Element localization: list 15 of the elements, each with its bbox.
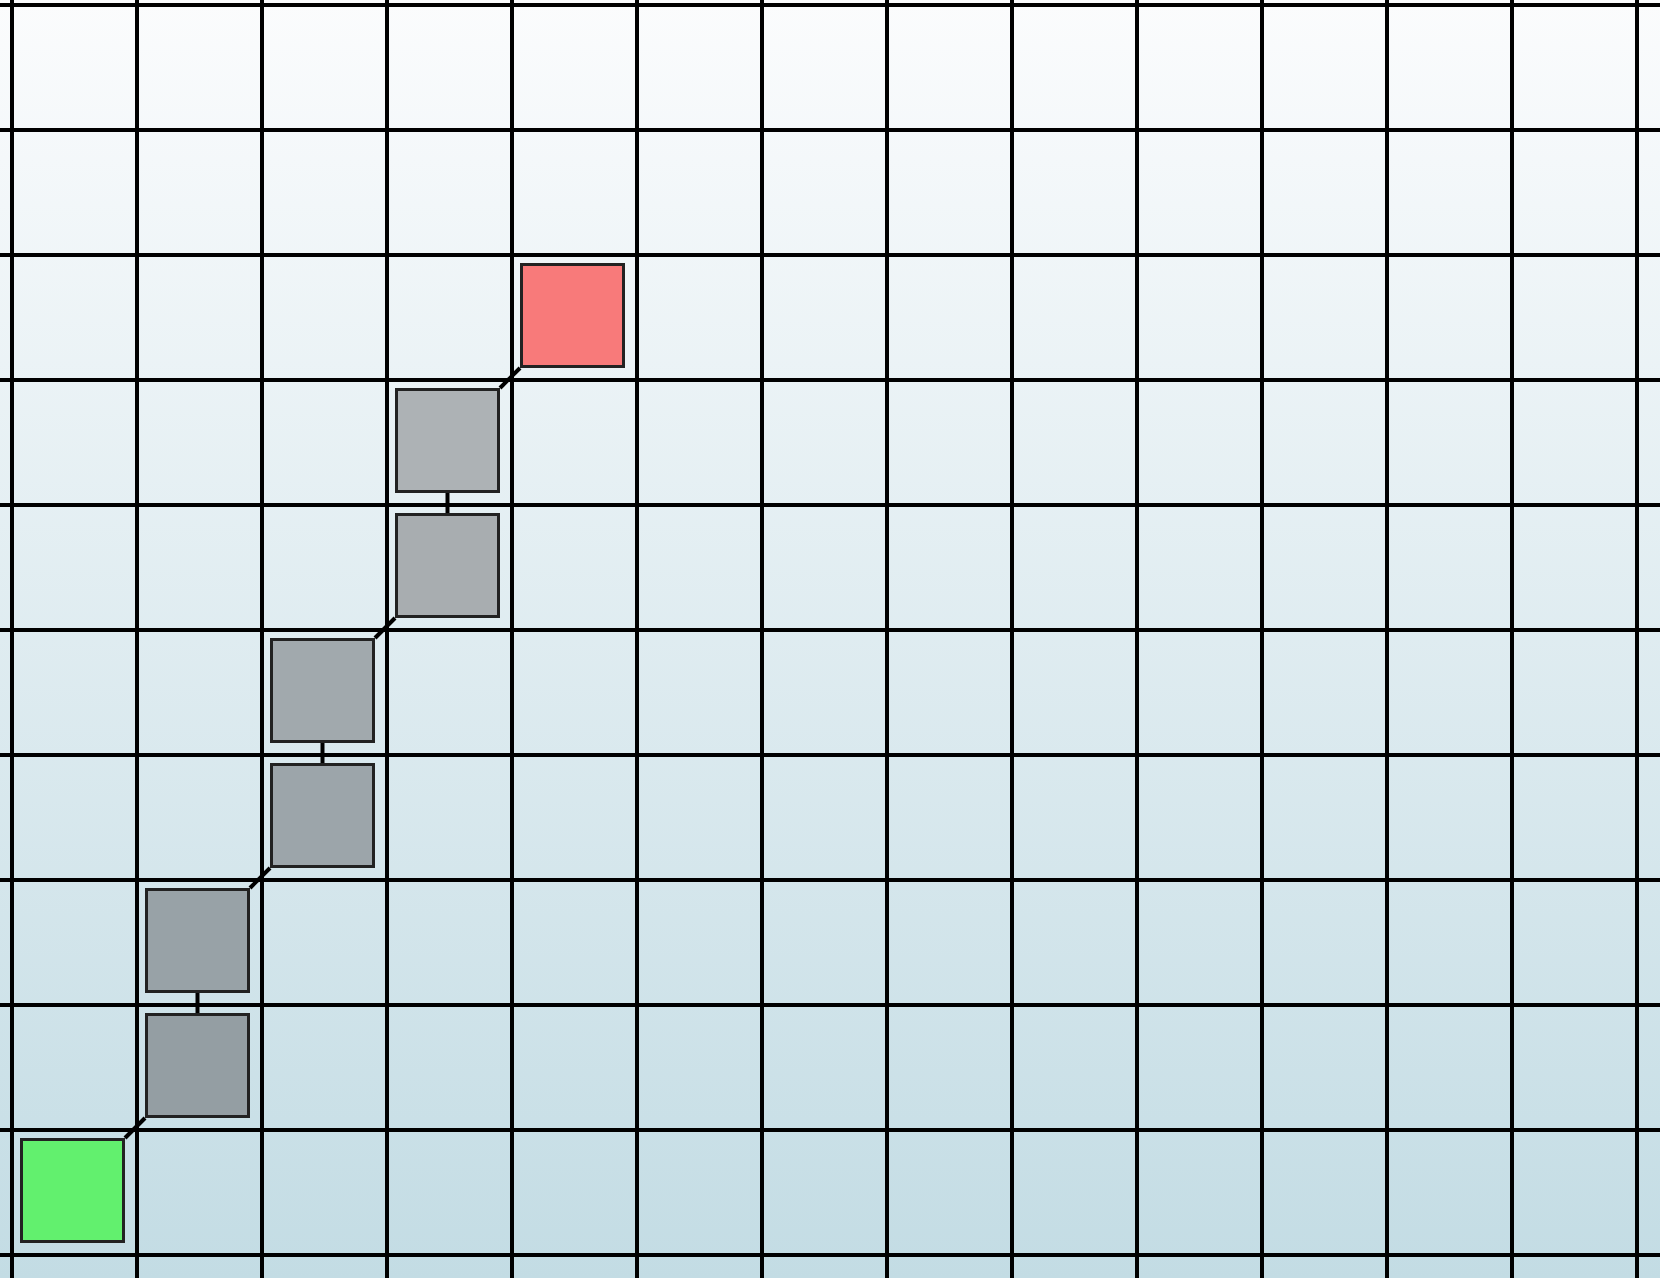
grid-cell-square <box>520 263 625 368</box>
path-connector <box>445 493 450 513</box>
grid-cell-square <box>270 763 375 868</box>
path-connector <box>498 366 522 390</box>
path-connector <box>195 993 200 1013</box>
grid-cell-square <box>395 513 500 618</box>
path-connector <box>248 866 272 890</box>
path-connector <box>123 1116 147 1140</box>
path-connector <box>373 616 397 640</box>
grid-cell-square <box>270 638 375 743</box>
grid-cell-square <box>395 388 500 493</box>
grid-cell-square <box>145 1013 250 1118</box>
grid-cell-square <box>145 888 250 993</box>
grid-cell-square <box>20 1138 125 1243</box>
path-connector <box>320 743 325 763</box>
